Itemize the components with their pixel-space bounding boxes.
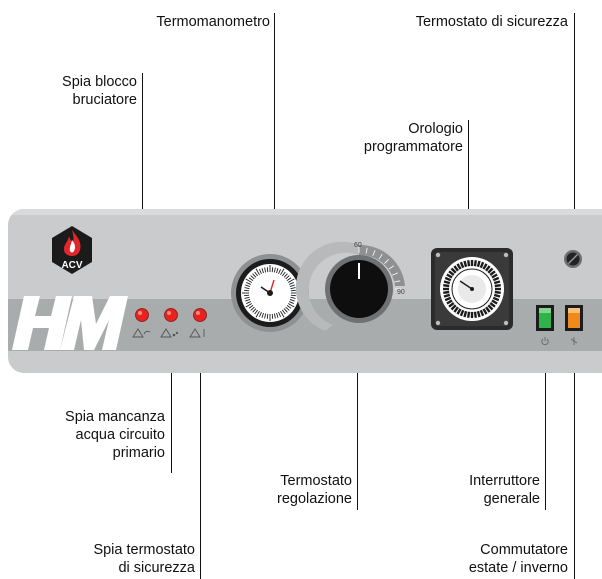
leader-spia-termostato — [200, 318, 201, 579]
leader-orologio — [468, 120, 469, 238]
power-icon — [541, 337, 549, 346]
dial-min-label: 60 — [354, 242, 362, 249]
season-switch[interactable] — [565, 305, 583, 331]
label-termomanometro: Termomanometro — [118, 13, 270, 31]
label-termostato-regolazione-line1: Termostato — [280, 473, 352, 489]
leader-termostato-regolazione — [357, 298, 358, 510]
leader-termomanometro — [274, 13, 275, 283]
label-spia-blocco-line2: bruciatore — [72, 92, 137, 108]
led-spia-mancanza — [164, 308, 178, 322]
regulation-thermostat-knob[interactable]: 60 90 — [295, 241, 415, 341]
label-spia-termostato: Spia termostato di sicurezza — [40, 541, 195, 577]
label-spia-termostato-line1: Spia termostato — [93, 542, 195, 558]
label-spia-mancanza-line1: Spia mancanza — [65, 409, 165, 425]
label-spia-mancanza: Spia mancanza acqua circuito primario — [20, 408, 165, 462]
leader-interruttore — [545, 340, 546, 510]
label-orologio: Orologio programmatore — [330, 120, 463, 156]
led-spia-termostato — [193, 308, 207, 322]
label-orologio-line2: programmatore — [363, 139, 463, 155]
label-spia-termostato-line2: di sicurezza — [118, 560, 195, 576]
burner-lockout-icon — [132, 328, 151, 338]
label-termostato-sicurezza: Termostato di sicurezza — [362, 13, 568, 31]
clock-programmer[interactable] — [430, 247, 514, 331]
leader-spia-blocco — [142, 73, 143, 315]
leader-commutatore — [574, 340, 575, 579]
safety-thermostat-icon — [189, 328, 205, 338]
acv-logo-text: ACV — [61, 260, 82, 271]
label-commutatore: Commutatore estate / inverno — [410, 541, 568, 577]
main-power-switch[interactable] — [536, 305, 554, 331]
led-spia-blocco — [135, 308, 149, 322]
label-termostato-regolazione: Termostato regolazione — [240, 472, 352, 508]
hm-model-text: HM — [70, 343, 72, 345]
label-termomanometro-text: Termomanometro — [156, 14, 270, 30]
water-missing-icon — [160, 328, 179, 338]
label-interruttore: Interruttore generale — [420, 472, 540, 508]
label-spia-blocco: Spia blocco bruciatore — [20, 73, 137, 109]
label-commutatore-line1: Commutatore — [480, 542, 568, 558]
label-commutatore-line2: estate / inverno — [468, 560, 568, 576]
label-interruttore-line2: generale — [483, 491, 540, 507]
label-termostato-sicurezza-text: Termostato di sicurezza — [415, 14, 568, 30]
thermomanometer-gauge — [231, 254, 309, 332]
label-spia-mancanza-line3: primario — [112, 445, 165, 461]
label-termostato-regolazione-line2: regolazione — [277, 491, 352, 507]
leader-spia-mancanza — [171, 318, 172, 473]
acv-logo-icon: ACV — [52, 226, 92, 274]
safety-thermostat-reset[interactable] — [563, 249, 583, 269]
label-orologio-line1: Orologio — [408, 121, 463, 137]
leader-termostato-sicurezza — [574, 13, 575, 259]
sun-snowflake-icon — [570, 337, 578, 345]
label-spia-mancanza-line2: acqua circuito — [75, 427, 165, 443]
label-interruttore-line1: Interruttore — [469, 473, 540, 489]
label-spia-blocco-line1: Spia blocco — [62, 74, 137, 90]
dial-max-label: 90 — [397, 289, 405, 296]
hm-model-logo: HM — [12, 296, 128, 350]
panel-top-edge — [8, 209, 602, 215]
